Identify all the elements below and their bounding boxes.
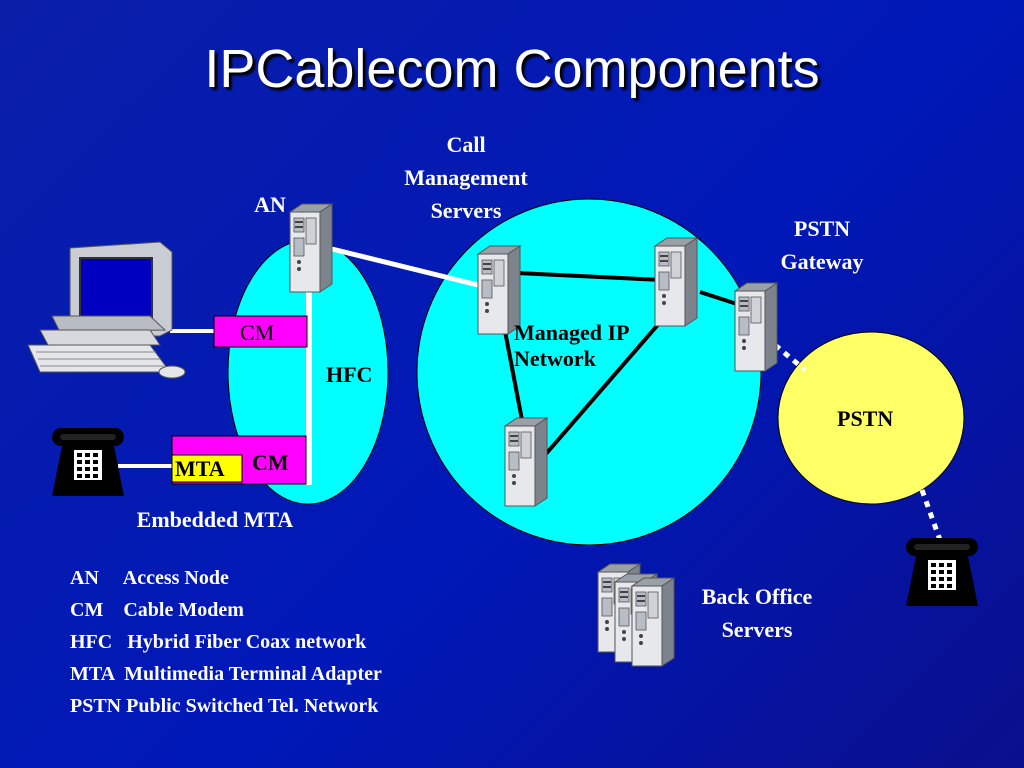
- legend-item-pstn: PSTN Public Switched Tel. Network: [70, 695, 379, 717]
- managed-ip-network-label: Managed IP Network: [514, 320, 630, 371]
- ip-link-4: [699, 290, 741, 307]
- managed-ip-cloud: [416, 198, 762, 546]
- page-title: IPCablecom Components: [204, 39, 820, 99]
- legend: AN Access Node CM Cable Modem HFC Hybrid…: [70, 562, 382, 722]
- pstn-telephone-icon: [906, 538, 978, 606]
- ip-link-3: [543, 303, 677, 457]
- hfc-label: HFC: [326, 362, 373, 387]
- legend-item-mta: MTA Multimedia Terminal Adapter: [70, 663, 382, 685]
- pstn-gateway-server-icon: [734, 282, 778, 372]
- pstn-gateway-label: PSTN Gateway: [780, 216, 864, 274]
- ip-server-icon: [504, 417, 548, 507]
- ip-link-1: [516, 271, 663, 282]
- pstn-label: PSTN: [837, 406, 894, 431]
- back-office-server-icon: [631, 577, 675, 667]
- mta-label: MTA: [175, 456, 225, 481]
- legend-item-an: AN Access Node: [70, 567, 229, 589]
- cm-label: CM: [240, 320, 275, 345]
- mta-box: [171, 454, 243, 483]
- cm-box: [213, 315, 308, 348]
- cm-embedded-label: CM: [252, 450, 289, 475]
- embedded-mta-label: Embedded MTA: [136, 507, 294, 532]
- back-office-servers-label: Back Office Servers: [701, 584, 813, 642]
- pstn-phone-link: [919, 489, 943, 541]
- call-management-servers-label: Call Management Servers: [404, 132, 528, 223]
- mta-telephone-icon: [52, 428, 124, 496]
- call-mgmt-server-icon: [654, 237, 698, 327]
- legend-item-hfc: HFC Hybrid Fiber Coax network: [70, 631, 367, 653]
- an-label: AN: [254, 192, 286, 217]
- legend-item-cm: CM Cable Modem: [70, 599, 244, 621]
- computer-icon: [27, 241, 186, 379]
- pstn-cloud: [777, 331, 965, 505]
- an-to-cms-link: [327, 245, 491, 291]
